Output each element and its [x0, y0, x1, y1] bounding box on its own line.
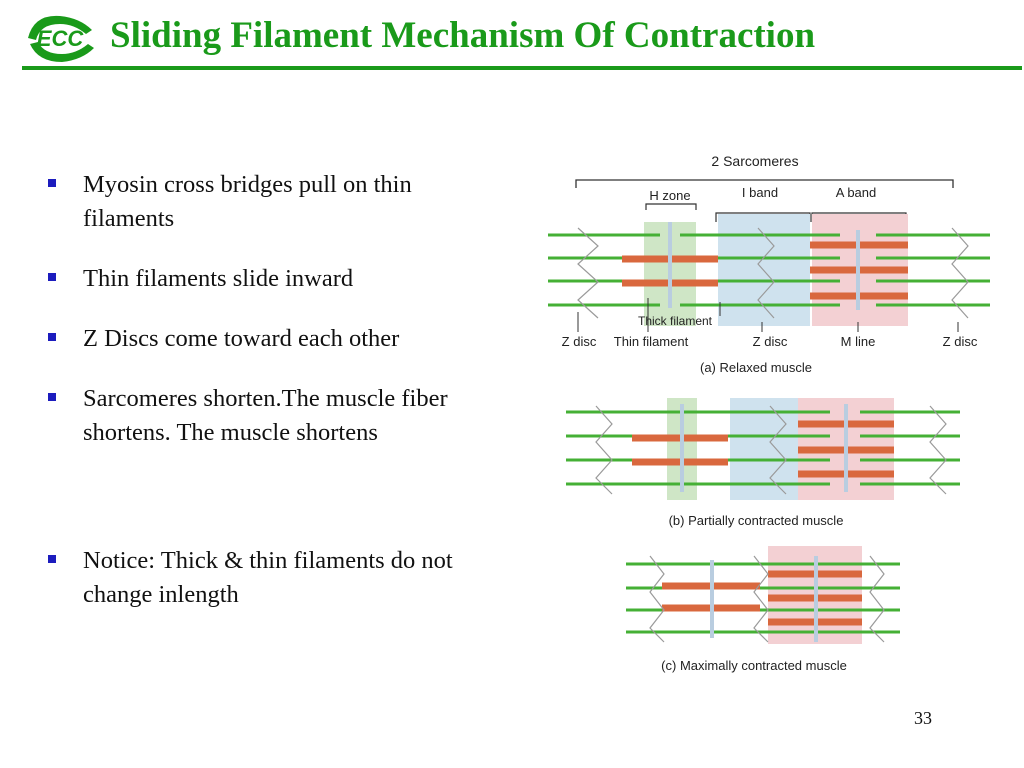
bullet-text: Myosin cross bridges pull on thin filame… [83, 171, 412, 232]
z-discs-c [649, 555, 885, 643]
title-underline [22, 66, 1022, 70]
logo-lettering: ECC [37, 26, 85, 51]
caption-maximal: (c) Maximally contracted muscle [661, 658, 847, 673]
bullet-square-icon [48, 179, 56, 187]
z-disc-mid-label: Z disc [753, 334, 788, 349]
sarcomeres-label: 2 Sarcomeres [711, 153, 798, 169]
z-disc-right-label: Z disc [943, 334, 978, 349]
slide-title: Sliding Filament Mechanism Of Contractio… [110, 15, 816, 56]
caption-relaxed: (a) Relaxed muscle [700, 360, 812, 375]
bullet-text: Sarcomeres shorten.The muscle fiber shor… [83, 385, 448, 446]
a-band-label: A band [836, 185, 877, 200]
bullet-list: Myosin cross bridges pull on thin filame… [46, 168, 506, 612]
bullet-item: Myosin cross bridges pull on thin filame… [46, 168, 506, 236]
sarcomeres-bracket [575, 179, 954, 188]
i-band-label: I band [742, 185, 778, 200]
m-line-label: M line [841, 334, 876, 349]
panel-partially-contracted: (b) Partially contracted muscle [566, 398, 960, 528]
bullet-square-icon [48, 393, 56, 401]
z-discs-b [595, 405, 947, 495]
z-disc-left-label: Z disc [562, 334, 597, 349]
thin-filaments-b [566, 410, 960, 486]
bullet-square-icon [48, 555, 56, 563]
bullet-square-icon [48, 273, 56, 281]
bullet-text: Z Discs come toward each other [83, 325, 400, 352]
h-zone-bracket [645, 203, 697, 210]
sarcomere-diagram: 2 Sarcomeres H zone I band A band [548, 153, 990, 673]
thin-filament-label: Thin filament [614, 334, 689, 349]
panel-relaxed: Thick filament Z disc Thin filament Z di… [548, 214, 990, 375]
panel-maximally-contracted: (c) Maximally contracted muscle [626, 546, 900, 673]
bullet-item: Z Discs come toward each other [46, 322, 506, 356]
ecc-logo: ECC [22, 8, 100, 68]
caption-partial: (b) Partially contracted muscle [669, 513, 844, 528]
bullet-item: Notice: Thick & thin filaments do not ch… [46, 544, 506, 612]
bullet-text: Thin filaments slide inward [83, 265, 354, 292]
bullet-item: Sarcomeres shorten.The muscle fiber shor… [46, 382, 506, 450]
label-ticks-a [577, 298, 959, 332]
z-discs-a [577, 227, 969, 319]
bullet-text: Notice: Thick & thin filaments do not ch… [83, 547, 453, 608]
bullet-item: Thin filaments slide inward [46, 262, 506, 296]
thick-filament-label: Thick filament [638, 314, 713, 328]
bullet-square-icon [48, 333, 56, 341]
h-zone-label: H zone [649, 188, 690, 203]
page-number: 33 [914, 708, 932, 728]
